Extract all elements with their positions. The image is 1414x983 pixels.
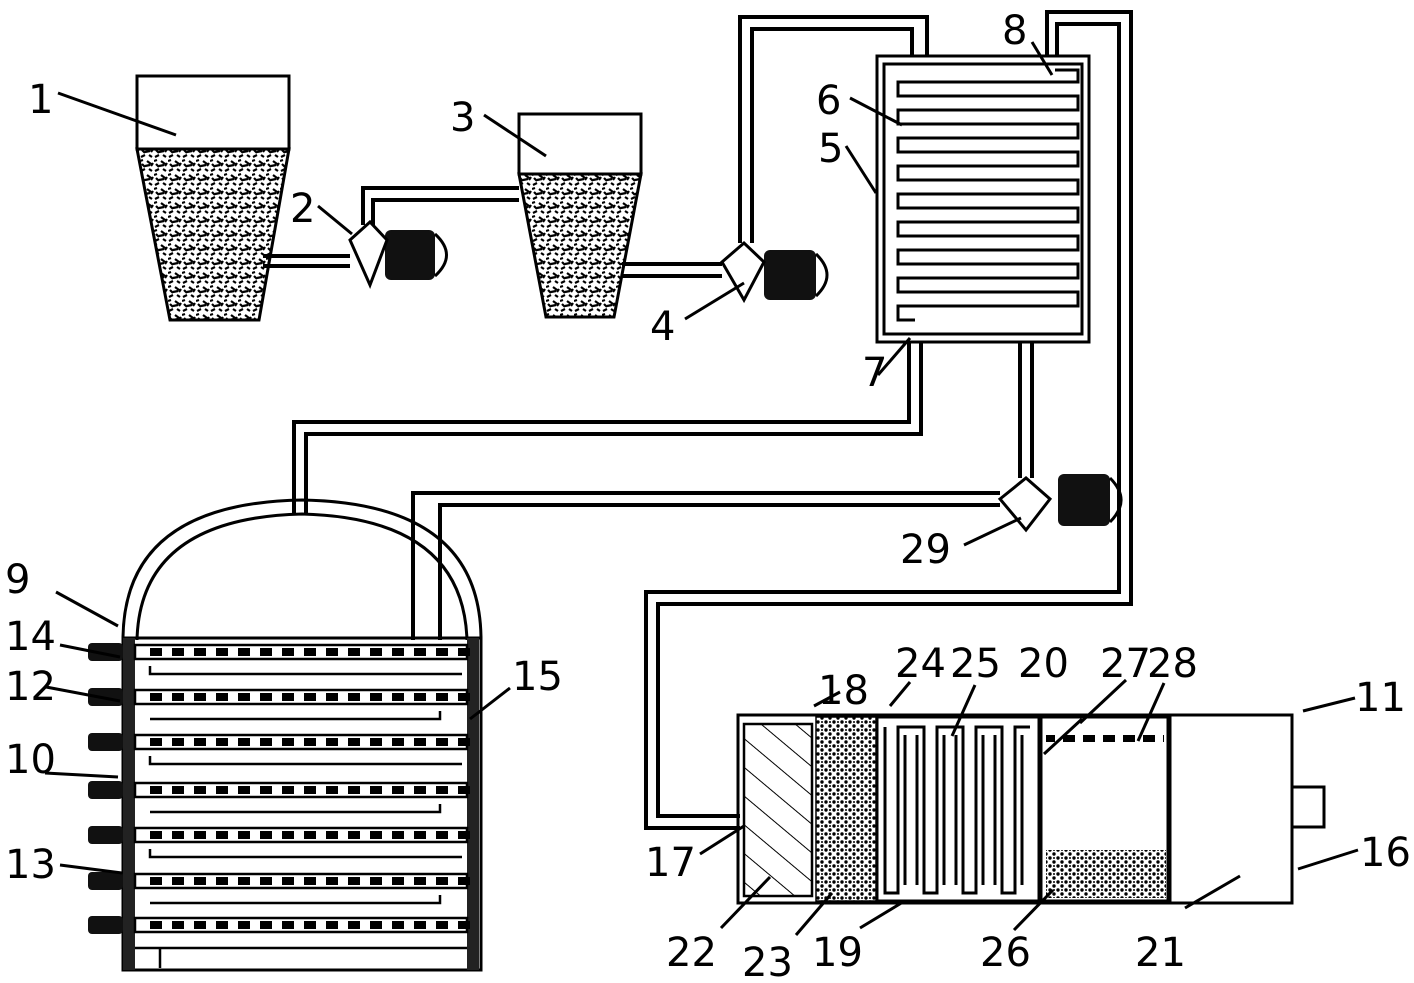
label-3: 3 (450, 95, 475, 141)
label-21: 21 (1135, 930, 1186, 976)
label-10: 10 (5, 737, 56, 783)
component-labels: 1 2 3 4 5 6 7 8 9 10 11 12 13 14 15 16 1… (5, 8, 1411, 983)
label-25: 25 (950, 641, 1001, 687)
label-8: 8 (1002, 8, 1027, 54)
tank-3 (517, 112, 643, 319)
pump-4 (720, 240, 829, 304)
label-20: 20 (1018, 641, 1069, 687)
label-26: 26 (980, 930, 1031, 976)
label-29: 29 (900, 527, 951, 573)
reactor-tube-row (133, 781, 470, 814)
label-5: 5 (818, 126, 843, 172)
leader-lines (44, 41, 1359, 936)
pipes-exchanger (292, 10, 1133, 830)
pump-2 (348, 219, 448, 289)
tube-end-connector (88, 872, 123, 890)
label-1: 1 (28, 77, 53, 123)
label-22: 22 (666, 930, 717, 976)
reactor-tube-row (133, 916, 470, 934)
tube-end-connector (88, 916, 123, 934)
label-12: 12 (5, 664, 56, 710)
reactor-tube-row (133, 688, 470, 721)
label-16: 16 (1360, 830, 1411, 876)
label-7: 7 (862, 350, 887, 396)
label-9: 9 (5, 557, 30, 603)
label-27: 27 (1100, 641, 1151, 687)
pipes-upper (263, 15, 929, 278)
label-6: 6 (816, 78, 841, 124)
reactor-bottom-outlet (135, 946, 467, 968)
label-17: 17 (645, 840, 696, 886)
label-2: 2 (290, 186, 315, 232)
tube-end-connector (88, 826, 123, 844)
label-28: 28 (1147, 641, 1198, 687)
reactor-11 (736, 713, 1326, 905)
tube-end-connector (88, 733, 123, 751)
label-24: 24 (895, 641, 946, 687)
reactor-tube-row (133, 826, 470, 859)
label-14: 14 (5, 614, 56, 660)
hopper-1 (135, 74, 291, 322)
label-13: 13 (5, 842, 56, 888)
label-4: 4 (650, 304, 675, 350)
reactor-9 (88, 498, 483, 972)
label-11: 11 (1355, 675, 1406, 721)
heat-exchanger-5 (875, 54, 1091, 344)
reactor-tube-row (133, 733, 470, 766)
tube-end-connector (88, 781, 123, 799)
reactor-tube-row (133, 872, 470, 905)
label-15: 15 (512, 654, 563, 700)
label-23: 23 (742, 940, 793, 983)
label-18: 18 (818, 668, 869, 714)
pump-29 (997, 474, 1123, 533)
reactor-tube-row (133, 643, 470, 676)
label-19: 19 (812, 930, 863, 976)
